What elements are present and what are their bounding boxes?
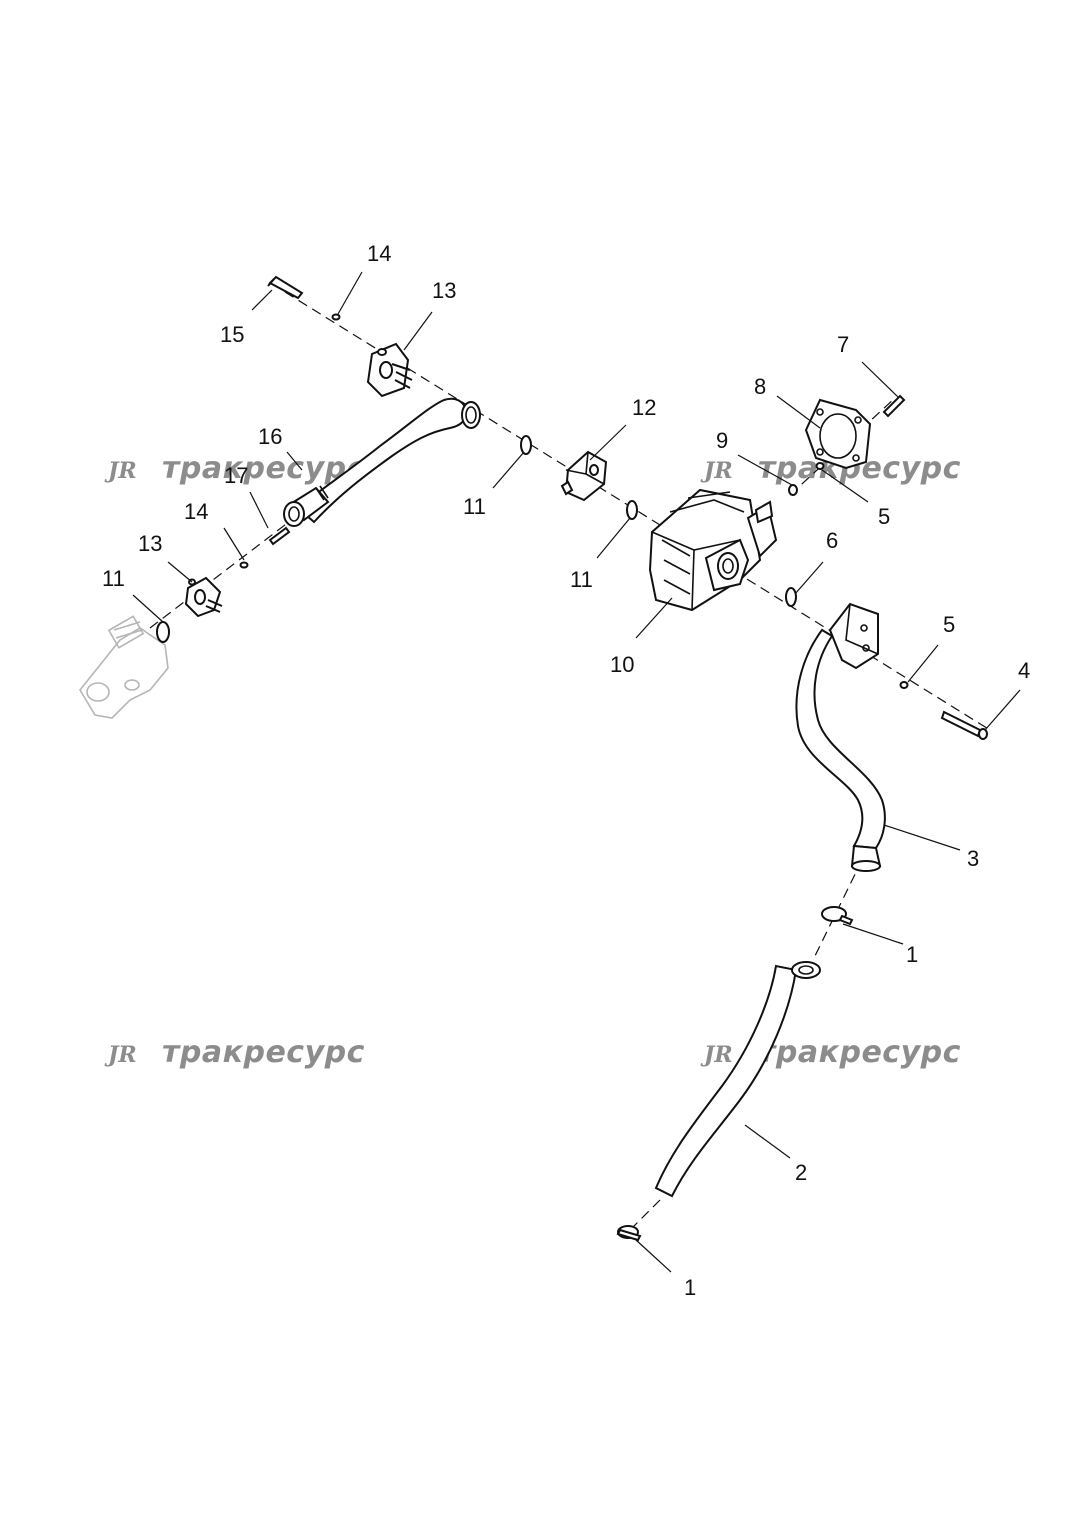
- bolt-17: [268, 526, 291, 546]
- watermark-text: тракресурс: [162, 1035, 365, 1070]
- washer-14-left: [239, 561, 249, 569]
- hose-16: [283, 397, 481, 527]
- callout-4: 4: [1018, 658, 1030, 683]
- washer-5-lower: [899, 681, 909, 689]
- callout-11-right: 11: [570, 567, 593, 592]
- o-ring-11-middle: [520, 435, 532, 455]
- callout-labels: 1 1 2 3 4 5 5 6 7 8 9 10 11 11 11 12 13 …: [102, 241, 1030, 1300]
- fitting-9: [788, 484, 798, 496]
- callout-5-upper: 5: [878, 504, 890, 529]
- callout-17: 17: [224, 463, 248, 488]
- callout-7: 7: [837, 332, 849, 357]
- callout-2: 2: [795, 1160, 807, 1185]
- valve-housing-ghost: [79, 615, 169, 719]
- callout-14-left: 14: [184, 499, 208, 524]
- o-ring-6: [785, 587, 797, 607]
- watermark-text: тракресурс: [162, 451, 365, 486]
- hose-clamp-1-lower: [616, 1225, 642, 1242]
- left-assembly-axis: [149, 514, 299, 629]
- watermark-text: тракресурс: [758, 1035, 961, 1070]
- callout-16: 16: [258, 424, 282, 449]
- adapter-12: [560, 450, 608, 502]
- watermark-logo: JR: [700, 458, 733, 484]
- callout-15: 15: [220, 322, 244, 347]
- watermark-logo: JR: [104, 1042, 137, 1068]
- watermark-top-left: JR тракресурс: [104, 451, 365, 486]
- callout-12: 12: [632, 395, 656, 420]
- callout-6: 6: [826, 528, 838, 553]
- hose-clamp-1-upper: [821, 906, 854, 926]
- o-ring-11-right: [626, 500, 638, 520]
- callout-14-top: 14: [367, 241, 391, 266]
- watermark-logo: JR: [104, 458, 137, 484]
- callout-5-lower: 5: [943, 612, 955, 637]
- gasket-8: [804, 398, 872, 470]
- callout-13-top: 13: [432, 278, 456, 303]
- callout-11-left: 11: [102, 566, 125, 591]
- callout-10: 10: [610, 652, 634, 677]
- leader-lines: [132, 271, 1021, 1273]
- callout-11-middle: 11: [463, 494, 486, 519]
- watermark-logo: JR: [700, 1042, 733, 1068]
- split-flange-13-left: [184, 576, 223, 618]
- hose-clamp-axis-lower: [631, 1199, 661, 1229]
- washer-5-upper: [815, 462, 825, 470]
- callout-3: 3: [967, 846, 979, 871]
- watermark-bottom-right: JR тракресурс: [700, 1035, 961, 1070]
- callout-1-lower: 1: [684, 1275, 696, 1300]
- split-flange-13-top: [366, 342, 413, 398]
- bolt-15: [267, 275, 304, 300]
- callout-9: 9: [716, 428, 728, 453]
- callout-1-upper: 1: [906, 942, 918, 967]
- bolt-4: [940, 710, 988, 740]
- hose-3: [795, 602, 886, 872]
- callout-8: 8: [754, 374, 766, 399]
- hose-2: [654, 961, 821, 1198]
- watermark-bottom-left: JR тракресурс: [104, 1035, 365, 1070]
- callout-13-left: 13: [138, 531, 162, 556]
- stud-7: [882, 394, 906, 418]
- washer-14-top: [331, 313, 341, 321]
- o-ring-11-left: [156, 621, 170, 643]
- pump-10: [648, 488, 778, 612]
